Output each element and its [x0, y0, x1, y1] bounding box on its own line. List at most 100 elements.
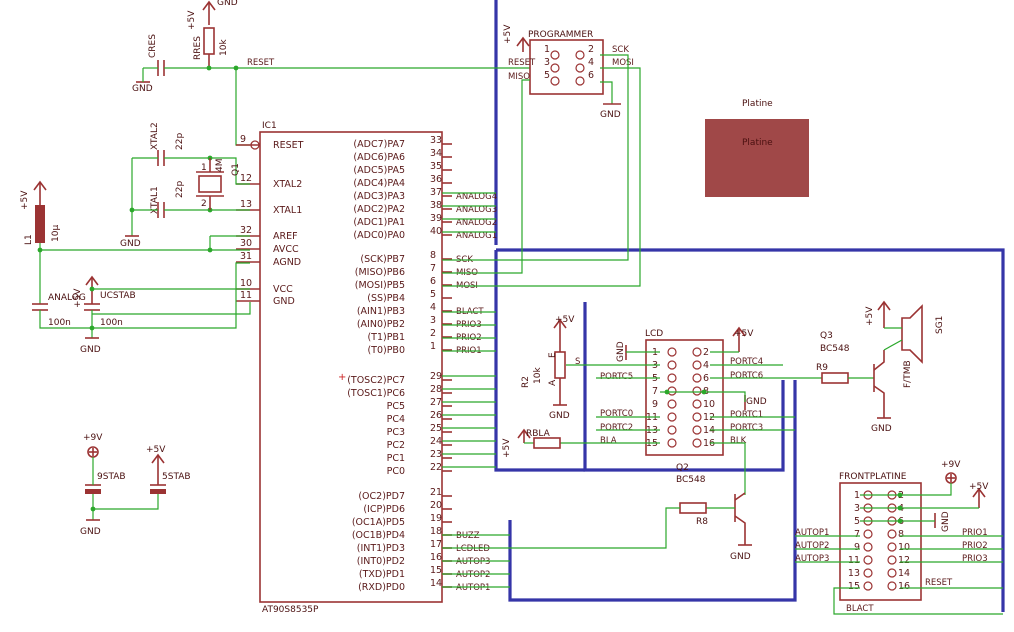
- lcd-pin: [667, 360, 677, 370]
- backlight-ref: RBLA: [526, 429, 551, 439]
- ic1-left-pin-number: 11: [240, 290, 252, 301]
- contrast-ref: R2: [521, 376, 531, 388]
- ic1-right-pin-number: 2: [430, 328, 436, 339]
- ic1-right-net-label: AUTOP2: [456, 570, 490, 580]
- frontplatine-pin-number: 7: [854, 529, 860, 540]
- programmer-pin-number: 2: [588, 44, 594, 55]
- ic1-right-pin-name: PC3: [387, 427, 405, 438]
- front-net-prio3: PRIO3: [962, 554, 988, 564]
- front-5v: +5V: [969, 482, 989, 492]
- prog-net-sck: SCK: [612, 45, 629, 55]
- xtal2-cap-value: 22p: [175, 133, 185, 150]
- ic1-right-pin-name: (MOSI)PB5: [355, 280, 405, 291]
- programmer-gnd: GND: [600, 110, 621, 120]
- ic1-right-pin-number: 8: [430, 250, 436, 261]
- frontplatine-pin-number: 12: [898, 555, 910, 566]
- ic1-left-pin-number: 10: [240, 278, 252, 289]
- programmer-pin-number: 4: [588, 57, 594, 68]
- frontplatine-pin: [887, 581, 897, 591]
- lcd-pin-number: 12: [703, 412, 715, 423]
- ic1-right-pin-number: 28: [430, 384, 442, 395]
- ic1-left-pin-number: 30: [240, 238, 252, 249]
- lcd-pin: [692, 373, 702, 383]
- programmer-pin: [575, 76, 585, 86]
- ic1-right-pin-number: 37: [430, 187, 442, 198]
- lcd-net-portc5: PORTC5: [600, 372, 633, 382]
- programmer-pin: [550, 76, 560, 86]
- ic1-right-pin-number: 29: [430, 371, 442, 382]
- lcd-pin-number: 9: [652, 399, 658, 410]
- ic1-left-pin-name: AGND: [273, 257, 301, 268]
- frontplatine-pin-number: 3: [854, 503, 860, 514]
- frontplatine-pin: [887, 555, 897, 565]
- front-net-prio1: PRIO1: [962, 528, 988, 538]
- lcd-gnd-left: GND: [616, 341, 626, 362]
- platine-top-label: Platine: [742, 99, 773, 109]
- ic1-right-pin-number: 38: [430, 200, 442, 211]
- front-net-blact: BLACT: [846, 604, 874, 614]
- lcd-pin: [667, 438, 677, 448]
- ic1-right-pin-number: 36: [430, 174, 442, 185]
- frontplatine-pin: [863, 555, 873, 565]
- ic1-right-pin-name: (SS)PB4: [367, 293, 405, 304]
- prog-net-reset: RESET: [508, 58, 536, 68]
- ic1-right-pin-number: 4: [430, 302, 436, 313]
- lcd-pin: [692, 438, 702, 448]
- lcd-net-portc0: PORTC0: [600, 409, 633, 419]
- lcd-pin-number: 7: [652, 386, 658, 397]
- frontplatine-pin: [863, 542, 873, 552]
- q3-supply: +5V: [865, 306, 875, 326]
- ic1-right-pin-name: (ADC4)PA4: [353, 178, 405, 189]
- ic1-left-pin-name: RESET: [273, 140, 304, 151]
- ic1-chip: IC1 AT90S8535P 9RESET12XTAL213XTAL132ARE…: [236, 121, 497, 615]
- programmer-pin-number: 3: [544, 57, 550, 68]
- frontplatine-name: FRONTPLATINE: [839, 472, 907, 482]
- q3-resistor: R9: [816, 363, 828, 373]
- ic1-right-pin-name: (AIN0)PB2: [357, 319, 405, 330]
- analog-filter: +5V L1 10µ ANALOG 100n +5V UCSTAB 100n G…: [20, 180, 251, 355]
- ic1-right-net-label: ANALOG2: [456, 218, 497, 228]
- ic1-right-pin-name: (ADC3)PA3: [353, 191, 405, 202]
- contrast-pot: +5V GND R2 10k A E: [521, 315, 575, 421]
- ic1-right-pin-name: (ADC2)PA2: [353, 204, 405, 215]
- ic1-right-pin-number: 5: [430, 289, 436, 300]
- lcd-net-blk: BLK: [730, 436, 747, 446]
- cres-label: CRES: [148, 34, 158, 58]
- front-net-autop2: AUTOP2: [795, 541, 829, 551]
- ic1-right-pin-name: (TXD)PD1: [359, 569, 405, 580]
- ic1-left-pins: 9RESET12XTAL213XTAL132AREF30AVCC31AGND10…: [236, 134, 304, 307]
- front-gnd: GND: [941, 511, 951, 532]
- ic1-bus-taps: [442, 192, 510, 588]
- filter-gnd-label: GND: [80, 345, 101, 355]
- lcd-pin: [692, 399, 702, 409]
- ic1-right-net-label: ANALOG4: [456, 192, 497, 202]
- quartz-value: 4M: [215, 159, 225, 173]
- q3-buzzer: Q3 BC548 R9 GND +5V SG1 F/TMB: [783, 300, 945, 434]
- buzzer-value: F/TMB: [903, 360, 913, 388]
- q2-gnd: GND: [730, 552, 751, 562]
- quartz-pin1: 1: [201, 163, 207, 173]
- front-net-reset: RESET: [925, 578, 953, 588]
- stab-9v-label: +9V: [83, 433, 103, 443]
- contrast-supply: +5V: [555, 315, 575, 325]
- frontplatine-pin-number: 9: [854, 542, 860, 553]
- contrast-pin-a: A: [548, 379, 558, 386]
- front-9v: +9V: [941, 460, 961, 470]
- xtal1-cap-value: 22p: [175, 181, 185, 198]
- ic1-left-pin-name: AREF: [273, 231, 298, 242]
- stab-9-label: 9STAB: [97, 472, 126, 482]
- stab-5-label: 5STAB: [162, 472, 191, 482]
- ic1-right-pin-number: 25: [430, 423, 442, 434]
- cap-ucstab-label: UCSTAB: [100, 291, 136, 301]
- lcd-net-s: S: [575, 357, 580, 367]
- platine-box: [705, 119, 809, 197]
- lcd-net-bla: BLA: [600, 436, 617, 446]
- programmer-supply: +5V: [503, 24, 513, 44]
- quartz-pin2: 2: [201, 199, 207, 209]
- ic1-right-pin-number: 35: [430, 161, 442, 172]
- xtal2-cap-label: XTAL2: [150, 122, 160, 150]
- lcd-gnd-right: GND: [746, 397, 767, 407]
